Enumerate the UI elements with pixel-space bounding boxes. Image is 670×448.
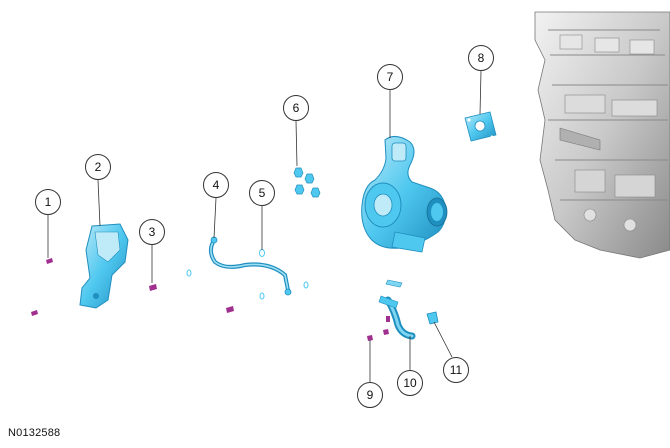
callout-9-label: 9 — [367, 388, 374, 402]
callout-8: 8 — [468, 45, 494, 71]
callout-2: 2 — [85, 154, 111, 180]
callout-10-label: 10 — [403, 376, 417, 390]
callout-4-label: 4 — [213, 178, 220, 192]
fittings-part — [293, 167, 321, 198]
turbocharger-part — [361, 136, 448, 253]
engine-block — [534, 11, 670, 259]
fasteners — [31, 258, 390, 341]
callout-6: 6 — [283, 95, 309, 121]
callout-11-label: 11 — [450, 363, 463, 377]
callout-1-label: 1 — [45, 195, 52, 209]
callout-3: 3 — [139, 219, 165, 245]
fitting-part — [426, 311, 439, 325]
callout-1: 1 — [35, 189, 61, 215]
callout-11: 11 — [443, 357, 469, 383]
callout-7: 7 — [377, 64, 403, 90]
oil-return-tube-part — [378, 279, 416, 340]
callout-5: 5 — [249, 180, 275, 206]
callout-6-label: 6 — [293, 101, 300, 115]
gasket-part — [464, 111, 497, 142]
figure-code: N0132588 — [8, 427, 61, 439]
callout-2-label: 2 — [95, 160, 102, 174]
callout-5-label: 5 — [259, 186, 266, 200]
leader-lines — [47, 70, 482, 382]
callout-4: 4 — [203, 172, 229, 198]
callout-3-label: 3 — [149, 225, 156, 239]
callout-10: 10 — [397, 370, 423, 396]
callout-7-label: 7 — [387, 70, 394, 84]
callout-9: 9 — [357, 382, 383, 408]
oil-feed-tube-part — [208, 236, 292, 296]
bracket-part — [79, 223, 129, 309]
callout-8-label: 8 — [478, 51, 485, 65]
